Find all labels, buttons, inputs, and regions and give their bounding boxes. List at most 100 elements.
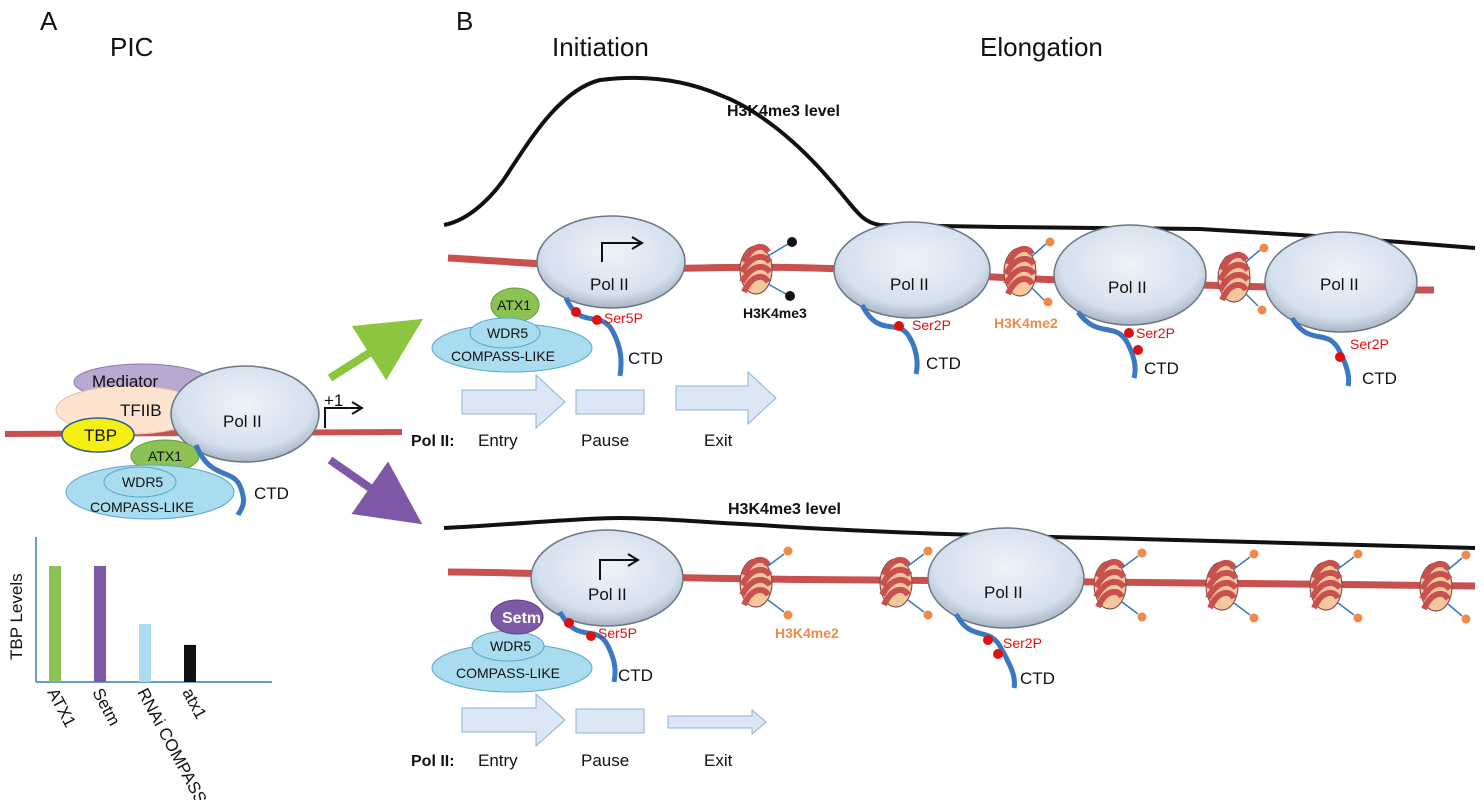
top-ctd-2-label: CTD bbox=[1144, 359, 1179, 378]
bottom-nucleosome bbox=[1094, 561, 1126, 609]
top-ser5p-label: Ser5P bbox=[604, 310, 643, 326]
bottom-elong-pol2-label: Pol II bbox=[984, 583, 1023, 602]
top-elong-pol2-1-label: Pol II bbox=[890, 275, 929, 294]
heading-elongation: Elongation bbox=[980, 32, 1103, 62]
panel-label-b: B bbox=[456, 6, 473, 36]
top-entry-arrow bbox=[461, 373, 566, 430]
tss-arrow bbox=[324, 407, 360, 428]
bottom-tss-arrow bbox=[599, 559, 636, 580]
bottom-nucleosome bbox=[740, 559, 772, 607]
pic-ctd-tail bbox=[193, 444, 246, 517]
top-h3k4me3-level-label: H3K4me3 level bbox=[727, 103, 840, 120]
bottom-pause-label: Pause bbox=[581, 751, 629, 770]
bottom-init-pol2-shape bbox=[530, 529, 684, 627]
ser5p-dot bbox=[592, 315, 602, 325]
bottom-exit-arrow bbox=[667, 708, 767, 736]
pic-pol2-label: Pol II bbox=[223, 412, 262, 431]
atx1-label: ATX1 bbox=[148, 448, 182, 464]
bottom-entry-arrow bbox=[461, 692, 566, 748]
bar-setm bbox=[94, 566, 106, 682]
ser2p-dot bbox=[1124, 328, 1134, 338]
top-elong-pol2-1-shape bbox=[833, 221, 991, 319]
top-pause-box bbox=[575, 389, 645, 415]
top-elong-pol2-3-shape bbox=[1264, 231, 1418, 333]
top-nucleosome-2 bbox=[1004, 248, 1036, 296]
ser2p-dot bbox=[983, 635, 993, 645]
top-entry-label: Entry bbox=[478, 431, 518, 450]
top-exit-arrow bbox=[675, 370, 777, 426]
bottom-ser2p-label: Ser2P bbox=[1003, 635, 1042, 651]
ser2p-dot bbox=[894, 321, 904, 331]
ser2p-dot bbox=[993, 649, 1003, 659]
bottom-setm-label: Setm bbox=[502, 610, 541, 627]
top-compass-label: COMPASS-LIKE bbox=[451, 348, 555, 364]
bottom-init-ctd bbox=[557, 610, 618, 683]
h3k4me2-mark bbox=[1045, 237, 1055, 247]
bottom-wdr5-label: WDR5 bbox=[490, 638, 531, 654]
ser5p-dot bbox=[571, 307, 581, 317]
heading-initiation: Initiation bbox=[552, 32, 649, 62]
bottom-elong-ctd-label: CTD bbox=[1020, 669, 1055, 688]
ser5p-dot bbox=[586, 631, 596, 641]
top-h3k4me2-label: H3K4me2 bbox=[994, 315, 1058, 331]
tbp-shape bbox=[61, 417, 135, 453]
top-tss-arrow bbox=[601, 242, 640, 262]
top-elong-pol2-2-label: Pol II bbox=[1108, 278, 1147, 297]
pic-ctd-label: CTD bbox=[254, 484, 289, 503]
panel-label-a: A bbox=[40, 6, 58, 36]
tick-label: Setm bbox=[88, 685, 123, 729]
wdr5-shape bbox=[103, 466, 177, 498]
h3k4me2-mark bbox=[1043, 297, 1053, 307]
top-row: H3K4me3 level bbox=[411, 75, 1476, 450]
tick-label: ATX1 bbox=[43, 685, 79, 730]
pic-pol2-shape bbox=[170, 365, 320, 463]
ser2p-dot bbox=[1335, 352, 1345, 362]
bottom-compass-label: COMPASS-LIKE bbox=[456, 665, 560, 681]
bottom-init-ctd-label: CTD bbox=[618, 666, 653, 685]
arrow-to-initiation-bottom bbox=[327, 456, 423, 525]
bottom-h3k4me3-level-label: H3K4me3 level bbox=[728, 501, 841, 518]
top-ser2p-1-label: Ser2P bbox=[912, 317, 951, 333]
top-init-pol2-label: Pol II bbox=[590, 275, 629, 294]
top-init-ctd-label: CTD bbox=[628, 349, 663, 368]
bottom-entry-label: Entry bbox=[478, 751, 518, 770]
tss-label: +1 bbox=[324, 391, 343, 410]
top-atx1-label: ATX1 bbox=[497, 297, 531, 313]
bar-atx1 bbox=[49, 566, 61, 682]
h3k4me2-mark bbox=[1257, 305, 1267, 315]
top-elong-pol2-2-shape bbox=[1053, 224, 1207, 326]
h3k4me3-mark bbox=[787, 237, 797, 247]
tick-label: atx1 bbox=[178, 685, 210, 722]
top-h3k4me3-label: H3K4me3 bbox=[743, 305, 807, 321]
bottom-h3k4me3-curve bbox=[443, 515, 1476, 550]
top-ser2p-3-label: Ser2P bbox=[1350, 336, 1389, 352]
top-ser2p-2-label: Ser2P bbox=[1136, 325, 1175, 341]
top-elong-ctd-2 bbox=[1075, 310, 1138, 379]
top-elong-ctd-1 bbox=[859, 303, 920, 375]
h3k4me2-mark bbox=[1259, 243, 1269, 253]
h3k4me3-mark bbox=[785, 291, 795, 301]
top-nucleosome-3 bbox=[1218, 254, 1250, 302]
top-ctd-1-label: CTD bbox=[926, 354, 961, 373]
bottom-h3k4me2-label: H3K4me2 bbox=[775, 625, 839, 641]
tfiib-label: TFIIB bbox=[120, 401, 162, 420]
compass-label: COMPASS-LIKE bbox=[90, 499, 194, 515]
bottom-exit-label: Exit bbox=[704, 751, 733, 770]
wdr5-label: WDR5 bbox=[122, 474, 163, 490]
chart-y-label: TBP Levels bbox=[7, 573, 26, 660]
ser2p-dot bbox=[1133, 345, 1143, 355]
top-ctd-3-label: CTD bbox=[1362, 369, 1397, 388]
top-wdr5-shape bbox=[469, 317, 541, 349]
top-pol2-stage-label: Pol II: bbox=[411, 433, 455, 450]
tick-label: RNAi COMPASS-like bbox=[133, 685, 225, 800]
bottom-nucleosomes bbox=[740, 546, 1471, 624]
top-h3k4me3-curve bbox=[443, 75, 1476, 250]
bottom-nucleosome bbox=[880, 559, 912, 607]
bar-atx1 bbox=[184, 644, 196, 682]
bottom-pol2-stage-label: Pol II: bbox=[411, 753, 455, 770]
top-wdr5-label: WDR5 bbox=[487, 325, 528, 341]
bottom-init-pol2-label: Pol II bbox=[588, 585, 627, 604]
top-exit-label: Exit bbox=[704, 431, 733, 450]
